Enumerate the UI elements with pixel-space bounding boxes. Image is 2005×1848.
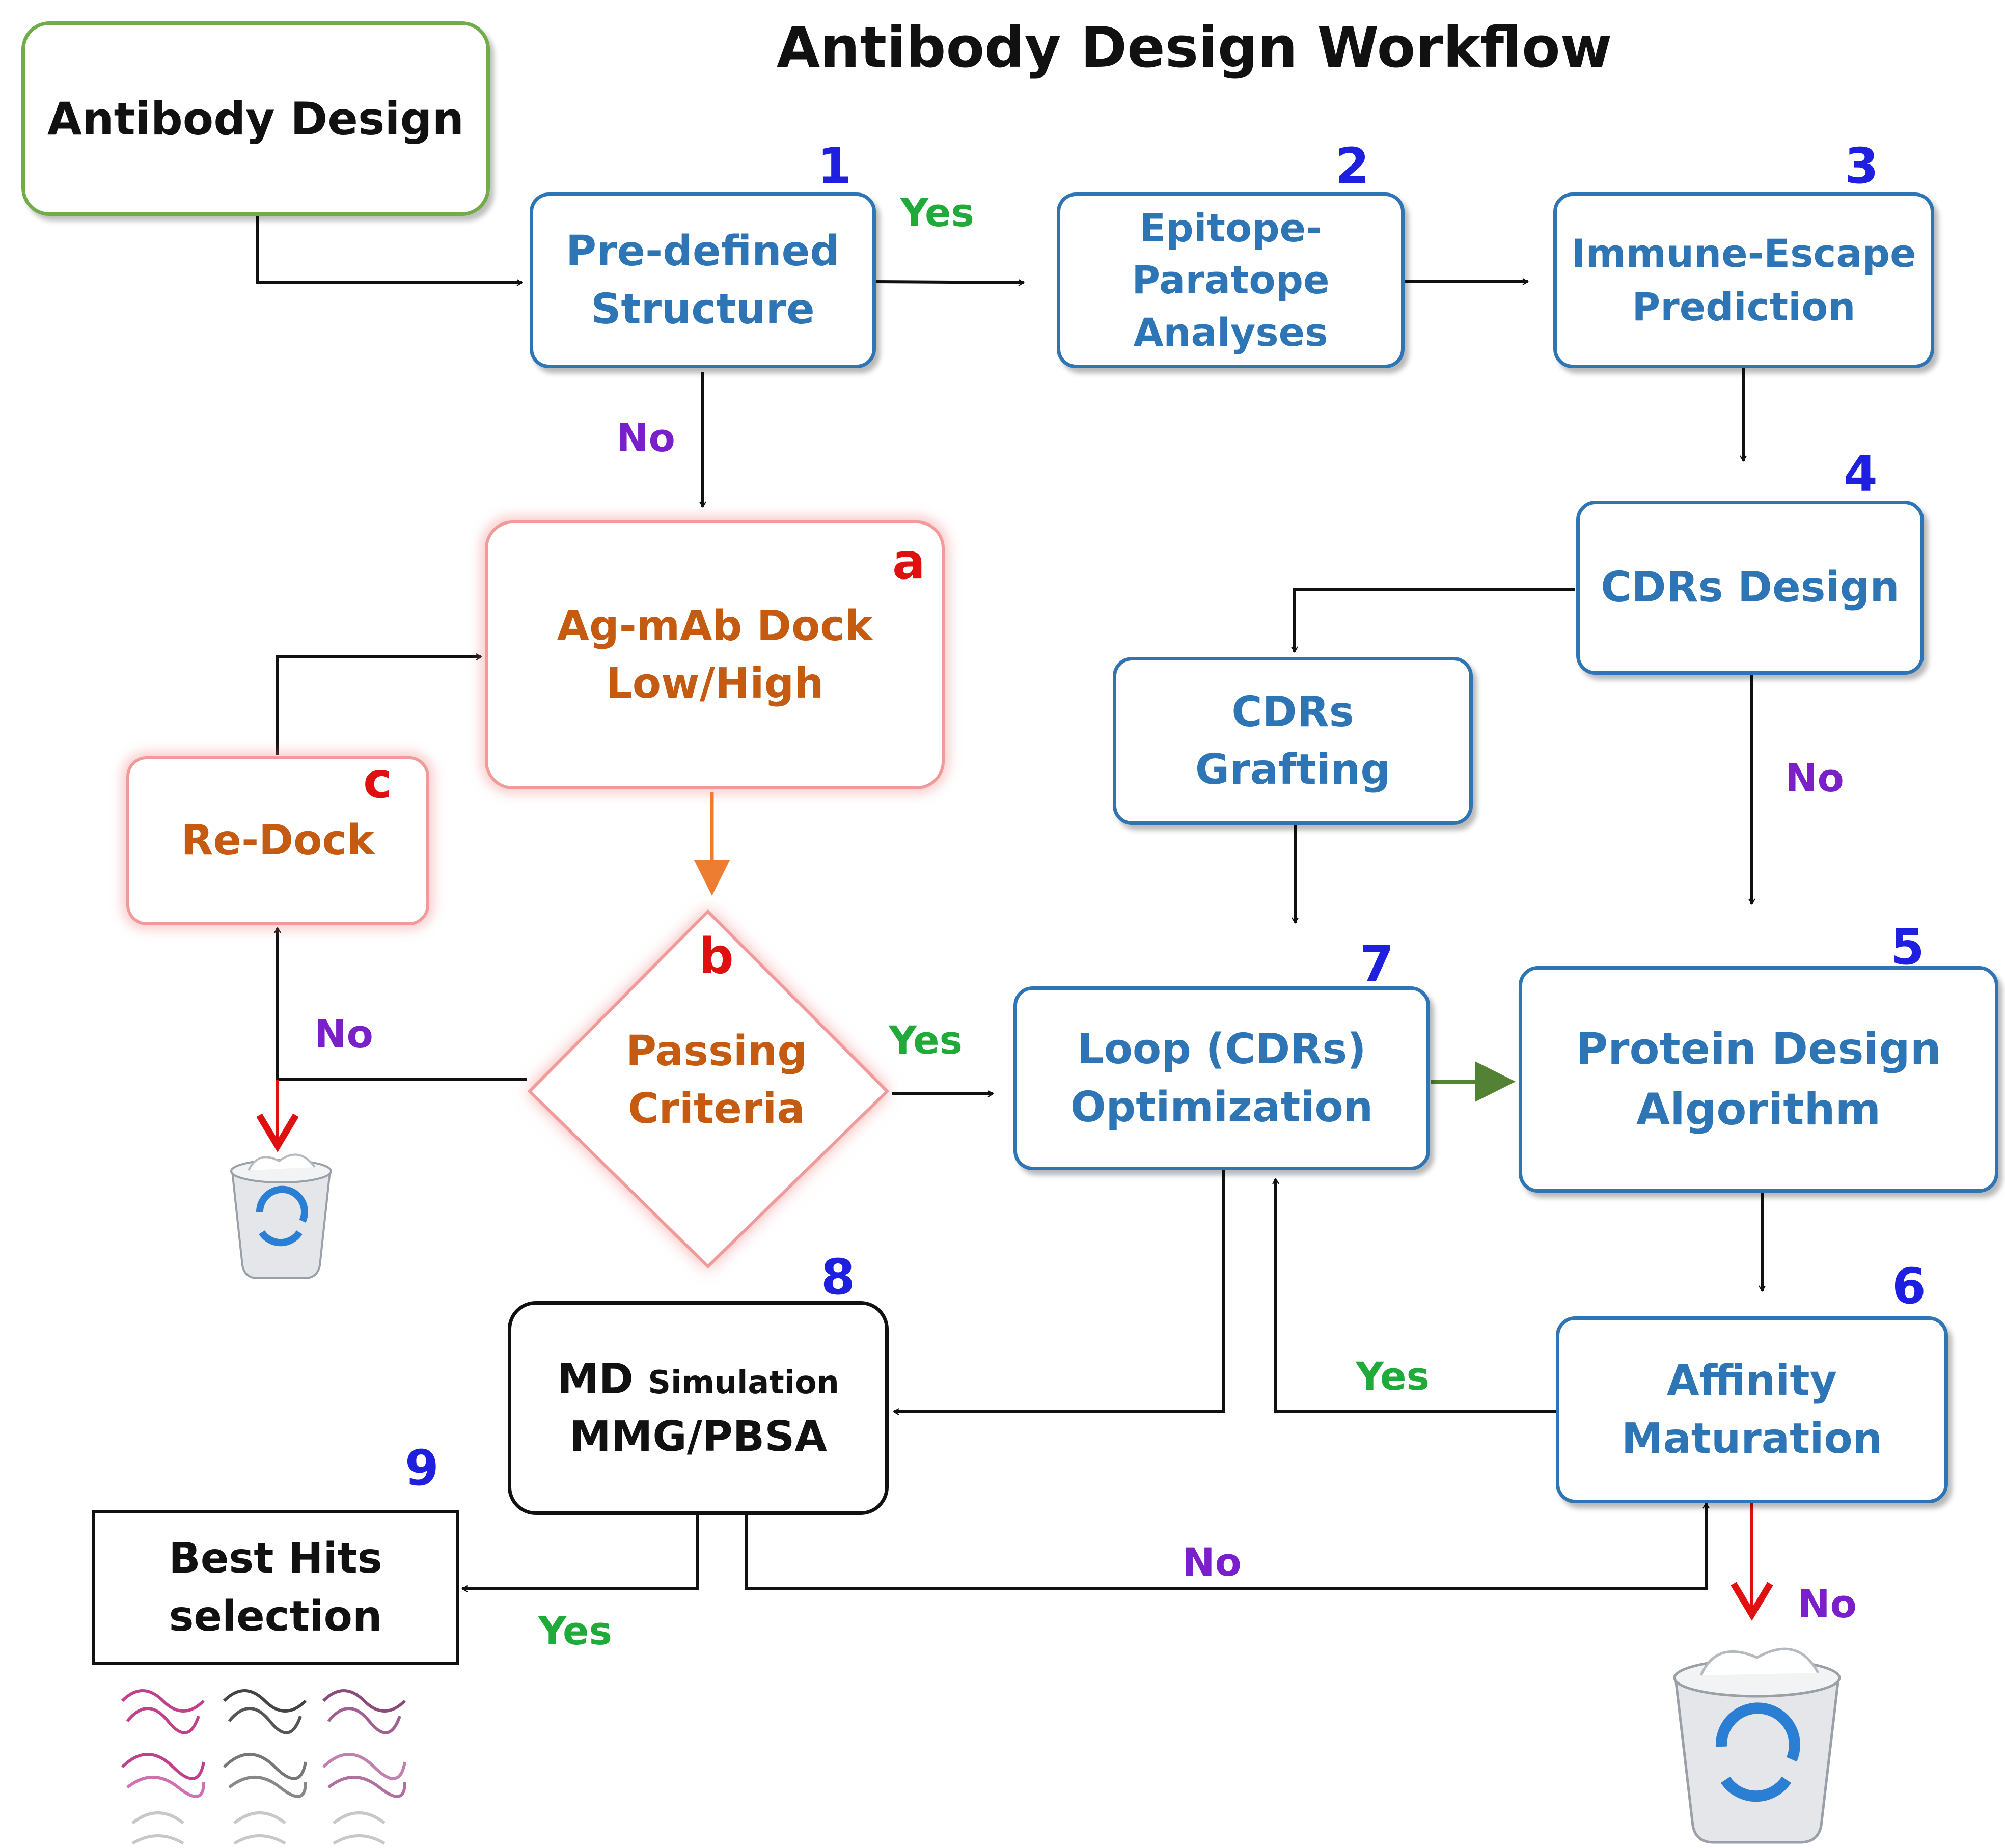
arrow-7-to-8 (892, 1170, 1225, 1415)
node-cdrs-design: CDRs Design (1576, 501, 1924, 675)
node-b-line2: Criteria (628, 1085, 805, 1134)
arrow-6-to-7 (1272, 1177, 1556, 1413)
edge-label-no: No (1798, 1581, 1857, 1626)
node-affinity-maturation: Affinity Maturation (1556, 1316, 1948, 1503)
node-3-line2: Prediction (1632, 284, 1856, 329)
arrow-1-to-2 (875, 279, 1025, 286)
arrow-b-to-c (274, 926, 527, 1081)
node-c-line1: Re-Dock (181, 816, 375, 865)
node-epitope-paratope: Epitope- Paratope Analyses (1057, 192, 1405, 368)
step-number-2: 2 (1335, 137, 1369, 195)
node-re-dock: Re-Dock (126, 756, 429, 925)
arrow-4-to-grafting (1291, 588, 1575, 653)
node-9-line1: Best Hits (169, 1534, 382, 1583)
node-7-line1: Loop (CDRs) (1077, 1025, 1366, 1074)
recycle-bin-icon (230, 1153, 332, 1279)
edge-label-no: No (314, 1011, 373, 1057)
edge-label-yes: Yes (538, 1608, 612, 1653)
node-2-line3: Analyses (1133, 309, 1328, 355)
node-8-line2: MMG/PBSA (569, 1413, 827, 1461)
edge-label-no: No (1785, 755, 1844, 801)
node-1-line1: Pre-defined (566, 227, 840, 276)
node-b-line1: Passing (625, 1027, 808, 1075)
node-2-line2: Paratope (1132, 257, 1330, 303)
node-best-hits-selection: Best Hits selection (92, 1510, 459, 1665)
start-node: Antibody Design (21, 21, 490, 216)
arrow-8-to-9 (461, 1515, 699, 1592)
node-a-line1: Ag-mAb Dock (557, 601, 873, 650)
step-number-5: 5 (1890, 919, 1925, 976)
node-6-line2: Maturation (1621, 1414, 1883, 1463)
edge-label-yes: Yes (889, 1017, 963, 1063)
antibody-structure-icon (121, 1689, 406, 1845)
grafting-line2: Grafting (1195, 746, 1391, 794)
passing-criteria-diamond (527, 909, 890, 1269)
node-immune-escape: Immune-Escape Prediction (1553, 192, 1934, 368)
step-number-4: 4 (1844, 446, 1878, 503)
node-1-line2: Structure (591, 285, 815, 334)
node-cdrs-grafting: CDRs Grafting (1113, 657, 1473, 825)
node-8-line1: MD Simulation (557, 1350, 839, 1408)
step-number-7: 7 (1360, 935, 1394, 992)
node-3-line1: Immune-Escape (1571, 230, 1916, 276)
node-protein-design-algorithm: Protein Design Algorithm (1519, 966, 1998, 1193)
step-number-8: 8 (821, 1249, 855, 1306)
arrow-start-to-1 (256, 216, 524, 286)
start-node-label: Antibody Design (47, 92, 464, 145)
step-letter-b: b (699, 928, 734, 985)
node-2-line1: Epitope- (1139, 205, 1322, 251)
node-4-line1: CDRs Design (1601, 563, 1900, 612)
node-5-line1: Protein Design (1576, 1023, 1941, 1074)
arrow-8-to-6 (745, 1502, 1710, 1590)
grafting-line1: CDRs (1231, 687, 1354, 736)
node-7-line2: Optimization (1070, 1083, 1374, 1132)
step-letter-c: c (363, 752, 392, 809)
step-number-3: 3 (1845, 137, 1879, 195)
node-md-simulation: MD Simulation MMG/PBSA (508, 1301, 889, 1515)
arrow-c-to-a (276, 653, 483, 755)
edge-label-yes: Yes (900, 190, 974, 235)
diagram-title: Antibody Design Workflow (777, 15, 1612, 80)
edge-label-yes: Yes (1356, 1354, 1430, 1399)
step-letter-a: a (892, 533, 925, 590)
step-number-1: 1 (817, 137, 852, 195)
node-ag-mab-dock: Ag-mAb Dock Low/High (485, 520, 945, 789)
node-8-md: MD (557, 1355, 634, 1403)
step-number-9: 9 (405, 1440, 439, 1497)
node-passing-criteria: Passing Criteria (564, 1023, 869, 1138)
node-loop-optimization: Loop (CDRs) Optimization (1013, 986, 1430, 1170)
node-9-line2: selection (169, 1592, 382, 1641)
node-8-simulation: Simulation (648, 1363, 839, 1401)
node-a-line2: Low/High (606, 659, 824, 708)
step-number-6: 6 (1892, 1258, 1926, 1315)
edge-label-no: No (1183, 1539, 1242, 1585)
node-6-line1: Affinity (1666, 1357, 1837, 1405)
node-predefined-structure: Pre-defined Structure (530, 192, 876, 368)
edge-label-no: No (616, 415, 675, 460)
node-5-line2: Algorithm (1636, 1084, 1881, 1135)
recycle-bin-icon (1673, 1647, 1841, 1844)
